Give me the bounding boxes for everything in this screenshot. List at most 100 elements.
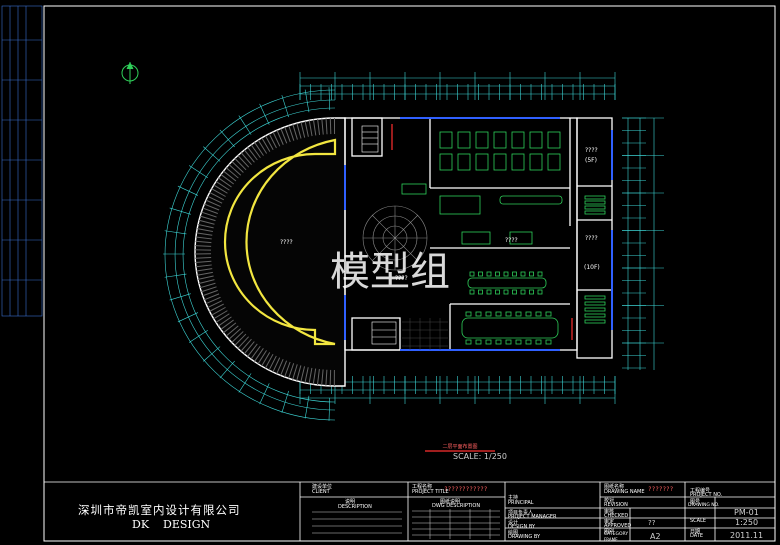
arc-dimension-tick <box>169 293 191 301</box>
watermark-text: 模型组 <box>330 249 450 295</box>
chair <box>545 339 552 345</box>
scale-en: SCALE <box>690 518 707 524</box>
chair <box>475 311 482 317</box>
chair <box>478 289 483 295</box>
approved-en: APPROVED <box>604 523 632 529</box>
chair <box>512 289 517 295</box>
shelf <box>584 307 606 312</box>
chair <box>469 271 475 277</box>
checked-cn: 审核 <box>604 509 615 515</box>
arc-dimension-lines <box>164 89 336 421</box>
arc-dimension-tick <box>281 390 289 413</box>
chair <box>503 289 509 295</box>
chair <box>512 271 517 277</box>
section-markers <box>391 124 573 340</box>
project-title-cn: 工程名称 <box>412 484 433 490</box>
curtain-wall-line <box>223 138 337 346</box>
room-number: (10F) <box>584 264 600 271</box>
sofa-set <box>509 231 533 245</box>
chair <box>475 339 482 345</box>
shelf <box>584 319 606 324</box>
project-no-en: PROJECT NO. <box>690 492 723 498</box>
shelf <box>584 195 606 200</box>
shelf <box>584 295 606 300</box>
chair <box>478 271 483 277</box>
drawing-by-en: DRAWING BY <box>508 534 541 540</box>
north-arrow-icon <box>121 61 139 84</box>
chair <box>485 311 492 317</box>
workstation-desk <box>475 153 489 171</box>
arc-dimension-tick <box>177 185 199 196</box>
room-label: ???? <box>505 237 518 244</box>
arc-dimension-tick <box>177 312 199 323</box>
description-table <box>312 509 500 539</box>
chair <box>529 271 534 277</box>
arc-dimension-tick <box>281 95 289 118</box>
revision-cn: 校对 <box>604 498 615 504</box>
chair <box>535 311 542 317</box>
arc-dimension-tick <box>328 397 331 421</box>
workstation-desk <box>511 153 525 171</box>
project-name: ???????????? <box>444 486 488 493</box>
arc-dimension-ticks <box>163 87 331 421</box>
stair-icon <box>361 125 397 345</box>
shelf <box>584 210 606 215</box>
room-label: ???? <box>280 239 293 246</box>
bottom-dimension-chain <box>299 376 616 404</box>
chair <box>486 289 492 295</box>
principal-en: PRINCIPAL <box>508 500 534 506</box>
frame-value: A2 <box>650 532 661 541</box>
date-cn: 日期 <box>690 529 701 535</box>
chair <box>505 339 512 345</box>
chair <box>515 339 522 345</box>
arc-dimension-tick <box>169 207 191 215</box>
drawing-name-cn: 图纸名称 <box>604 484 625 490</box>
chair <box>515 311 522 317</box>
chair <box>495 339 502 345</box>
binding-margin <box>1 5 43 317</box>
curved-hall <box>194 117 346 387</box>
arc-dimension-tick <box>203 146 221 162</box>
room-labels: ???? ???? ???? ???? ???? (5F) (10F) <box>280 147 600 282</box>
chair <box>486 271 492 277</box>
scale-value: 1:250 <box>735 518 759 527</box>
revision-en: REVISION <box>604 502 628 508</box>
project-title-en: PROJECT TITLE <box>412 489 449 495</box>
workstation-desk <box>439 153 453 171</box>
project-no-cn: 工程编号 <box>690 488 711 494</box>
chair <box>503 271 509 277</box>
title-block-grid <box>44 481 775 541</box>
right-dimension-chain <box>622 117 664 370</box>
design-en: DESIGN BY <box>508 524 536 530</box>
category-en: CATEGORY <box>604 532 629 537</box>
drawing-name-en: DRAWING NAME <box>604 489 645 495</box>
arc-dimension-tick <box>188 330 208 343</box>
chair <box>465 339 472 345</box>
room-label: ???? <box>585 147 598 154</box>
room-label: ???? <box>585 235 598 242</box>
drawing-no-en: DRAWING NO. <box>688 503 720 508</box>
checked-en: CHECKED <box>604 513 629 519</box>
scale-label: SCALE: 1/250 <box>453 452 507 461</box>
reception-desk <box>401 183 427 195</box>
conference-table <box>467 277 547 289</box>
workstation-desk <box>457 131 471 149</box>
arc-dimension-tick <box>219 360 235 379</box>
chair <box>469 289 475 295</box>
design-cn: 设计 <box>508 520 519 526</box>
workstation-desk <box>529 153 543 171</box>
arc-dimension-tick <box>219 129 235 148</box>
plan-title: 二层平面布置图 <box>442 443 477 450</box>
sheet-border <box>43 5 776 542</box>
drawing-no-value: PM-01 <box>734 508 759 517</box>
arc-dimension-tick <box>304 89 310 113</box>
arc-dimension-tick <box>328 87 331 111</box>
top-dimension-chain <box>299 72 616 100</box>
company-name-en: DK DESIGN <box>132 518 211 531</box>
client-label-cn: 建设单位 <box>312 484 333 490</box>
conference-table <box>461 317 559 339</box>
workstation-cluster <box>439 195 481 215</box>
glazing-lines <box>344 117 613 351</box>
workstation-desk <box>439 131 453 149</box>
chair <box>529 289 534 295</box>
